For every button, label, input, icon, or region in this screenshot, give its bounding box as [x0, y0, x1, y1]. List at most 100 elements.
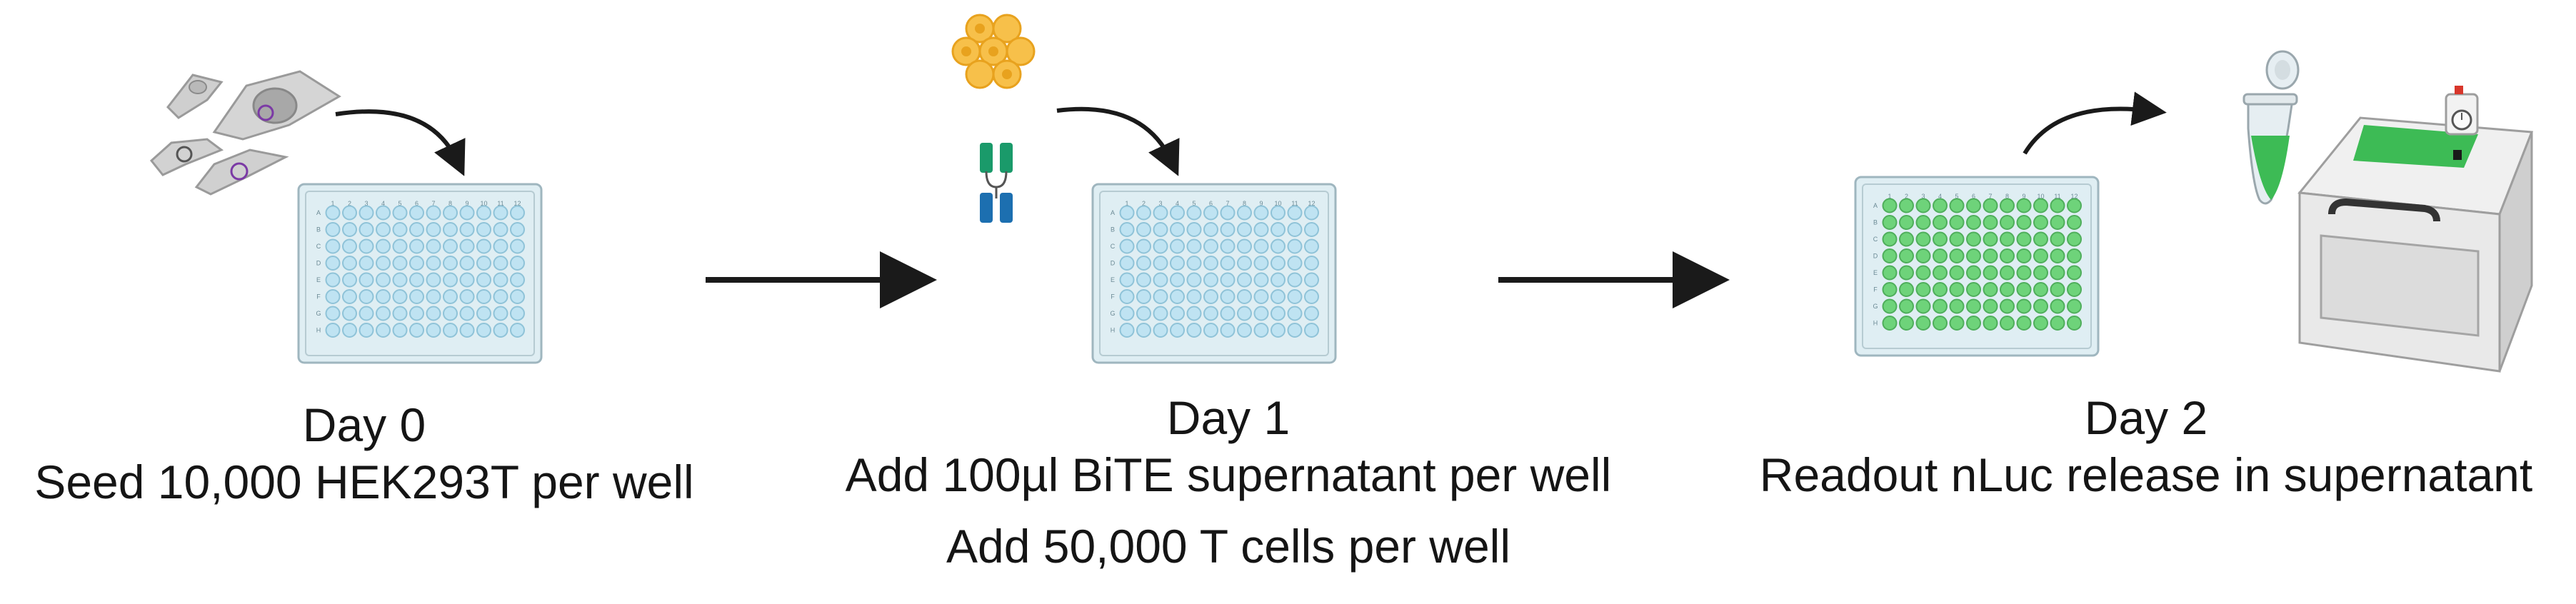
plate-well [359, 238, 374, 254]
plate-well [359, 222, 374, 237]
plate-well [1237, 323, 1252, 338]
plate-well [1170, 289, 1185, 304]
plate-well [325, 306, 341, 321]
plate-column-label: 5 [398, 200, 401, 207]
plate-well [1170, 238, 1185, 254]
plate-well [359, 256, 374, 271]
plate-well [2050, 198, 2065, 213]
hek293t-cells-icon [149, 70, 341, 196]
plate-well [1186, 272, 1202, 288]
plate-row-label: A [1111, 209, 1115, 216]
plate-well [2033, 282, 2048, 297]
plate-well [1899, 316, 1914, 331]
plate-well [1287, 306, 1303, 321]
plate-column-label: 5 [1192, 200, 1196, 207]
plate-well [1966, 231, 1981, 247]
plate-well [2016, 298, 2032, 314]
plate-row-label: A [1873, 202, 1878, 209]
plate-well [1237, 205, 1252, 221]
plate-well [2067, 282, 2082, 297]
plate-column-label: 3 [1921, 193, 1925, 200]
plate-well [1933, 282, 1948, 297]
plate-well [476, 205, 491, 221]
plate-well [1304, 272, 1319, 288]
plate-well [1119, 205, 1135, 221]
plate-well [1304, 222, 1319, 237]
plate-well [1882, 282, 1898, 297]
plate-well [1933, 265, 1948, 281]
plate-column-label: 12 [2070, 193, 2078, 200]
plate-well [2033, 316, 2048, 331]
plate-well [1899, 265, 1914, 281]
plate-well [409, 238, 424, 254]
plate-well [1170, 222, 1185, 237]
plate-well [342, 323, 357, 338]
plate-well [392, 205, 408, 221]
plate-well [1882, 316, 1898, 331]
plate-well [443, 238, 458, 254]
plate-well [1203, 256, 1218, 271]
day1-step-text-2: Add 50,000 T cells per well [946, 520, 1511, 573]
plate-well [2000, 248, 2015, 263]
plate-well [1915, 316, 1931, 331]
plate-well [510, 222, 525, 237]
plate-well [1186, 222, 1202, 237]
plate-well [359, 323, 374, 338]
plate-well [1136, 323, 1151, 338]
plate-well [1153, 306, 1168, 321]
plate-well [1882, 198, 1898, 213]
plate-well [342, 272, 357, 288]
plate-well [459, 205, 475, 221]
plate-well [1237, 289, 1252, 304]
plate-well [1933, 316, 1948, 331]
plate-well [2050, 248, 2065, 263]
plate-well [1949, 215, 1965, 230]
plate-well [1915, 298, 1931, 314]
plate-well [510, 323, 525, 338]
plate-well [392, 256, 408, 271]
plate-well [392, 238, 408, 254]
plate-well [376, 289, 391, 304]
plate-well [1304, 256, 1319, 271]
plate-well [1983, 231, 1998, 247]
day0-title: Day 0 [302, 398, 426, 451]
plate-well [1153, 256, 1168, 271]
plate-well [510, 238, 525, 254]
plate-well [1119, 256, 1135, 271]
plate-well [1882, 298, 1898, 314]
plate-well [1271, 306, 1286, 321]
plate-well [1915, 265, 1931, 281]
plate-well [1203, 289, 1218, 304]
plate-well [493, 222, 508, 237]
plate-well [2000, 265, 2015, 281]
plate-well [1949, 265, 1965, 281]
plate-column-label: 1 [1125, 200, 1128, 207]
plate-well [1170, 256, 1185, 271]
plate-well [342, 205, 357, 221]
plate-well [1136, 289, 1151, 304]
plate-column-label: 12 [513, 200, 521, 207]
plate-well [342, 238, 357, 254]
plate-well [459, 323, 475, 338]
plate-column-label: 12 [1308, 200, 1315, 207]
plate-well [1203, 222, 1218, 237]
plate-column-label: 8 [1243, 200, 1246, 207]
plate-well [325, 205, 341, 221]
plate-well [1304, 323, 1319, 338]
plate-well [476, 256, 491, 271]
plate-well [510, 256, 525, 271]
plate-well [376, 205, 391, 221]
bite-antibody-icon [980, 143, 1013, 223]
plate-well [1271, 238, 1286, 254]
plate-column-label: 7 [1988, 193, 1992, 200]
plate-well [1203, 323, 1218, 338]
plate-well [409, 222, 424, 237]
plate-well [2050, 215, 2065, 230]
plate-well [1253, 222, 1269, 237]
day1-step-text-1: Add 100µl BiTE supernatant per well [845, 448, 1612, 501]
plate-well [476, 306, 491, 321]
plate-column-label: 1 [1888, 193, 1891, 200]
plate-well [1237, 222, 1252, 237]
plate-well [1253, 205, 1269, 221]
plate-well [459, 222, 475, 237]
